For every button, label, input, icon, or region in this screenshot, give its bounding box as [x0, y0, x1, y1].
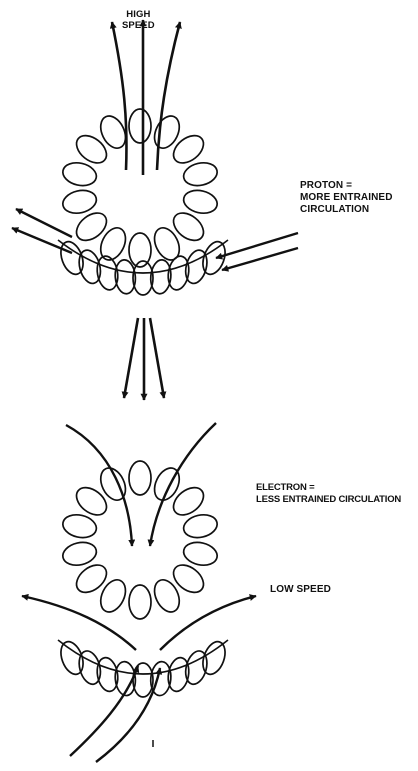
electron-outflow-arrow-right [160, 596, 256, 650]
proton-group [12, 20, 298, 400]
electron-group [22, 423, 256, 762]
proton-label-line-2: MORE ENTRAINED [300, 192, 393, 204]
high-speed-label: HIGH SPEED [122, 9, 155, 31]
electron-coil-band [57, 639, 229, 697]
proton-label-line-3: CIRCULATION [300, 204, 393, 216]
electron-vortex-ring [61, 461, 220, 619]
low-speed-label-text: LOW SPEED [270, 584, 331, 596]
high-speed-label-line-2: SPEED [122, 20, 155, 31]
vortex-loop [61, 160, 99, 189]
coil-backbone [58, 640, 228, 674]
vortex-loop [181, 512, 219, 541]
electron-outflow-arrow-left [22, 596, 136, 650]
vortex-loop [129, 461, 151, 495]
proton-label: PROTON = MORE ENTRAINED CIRCULATION [300, 180, 393, 216]
vortex-loop [150, 224, 185, 264]
electron-bottom-arrow-left [70, 666, 138, 756]
electron-label: ELECTRON = LESS ENTRAINED CIRCULATION [256, 482, 401, 506]
vortex-loop [61, 539, 99, 568]
vortex-loop [96, 464, 131, 504]
coil-backbone [58, 240, 228, 273]
vortex-loop [61, 512, 99, 541]
electron-inflow-arrow-left [66, 425, 132, 546]
vortex-loop [150, 576, 185, 616]
vortex-loop [150, 112, 185, 152]
vortex-loop [181, 160, 219, 189]
electron-label-line-1: ELECTRON = [256, 482, 401, 494]
proton-inflow-arrow-upper [216, 233, 298, 258]
coil-loop [199, 639, 229, 678]
proton-bottom-arrow-right [150, 318, 164, 398]
coil-loop [57, 639, 87, 678]
vortex-loop [61, 187, 99, 216]
vortex-loop [129, 109, 151, 143]
proton-bottom-arrow-left [124, 318, 138, 398]
vortex-loop [181, 539, 219, 568]
electron-label-line-2: LESS ENTRAINED CIRCULATION [256, 494, 401, 506]
proton-label-line-1: PROTON = [300, 180, 393, 192]
low-speed-label: LOW SPEED [270, 584, 331, 596]
high-speed-label-line-1: HIGH [122, 9, 155, 20]
vortex-loop [181, 187, 219, 216]
vortex-loop [96, 576, 131, 616]
coil-loop [199, 239, 229, 278]
proton-vortex-ring [61, 109, 220, 267]
coil-loop [57, 239, 87, 278]
proton-inflow-arrow-lower [222, 248, 298, 270]
vortex-loop [129, 585, 151, 619]
